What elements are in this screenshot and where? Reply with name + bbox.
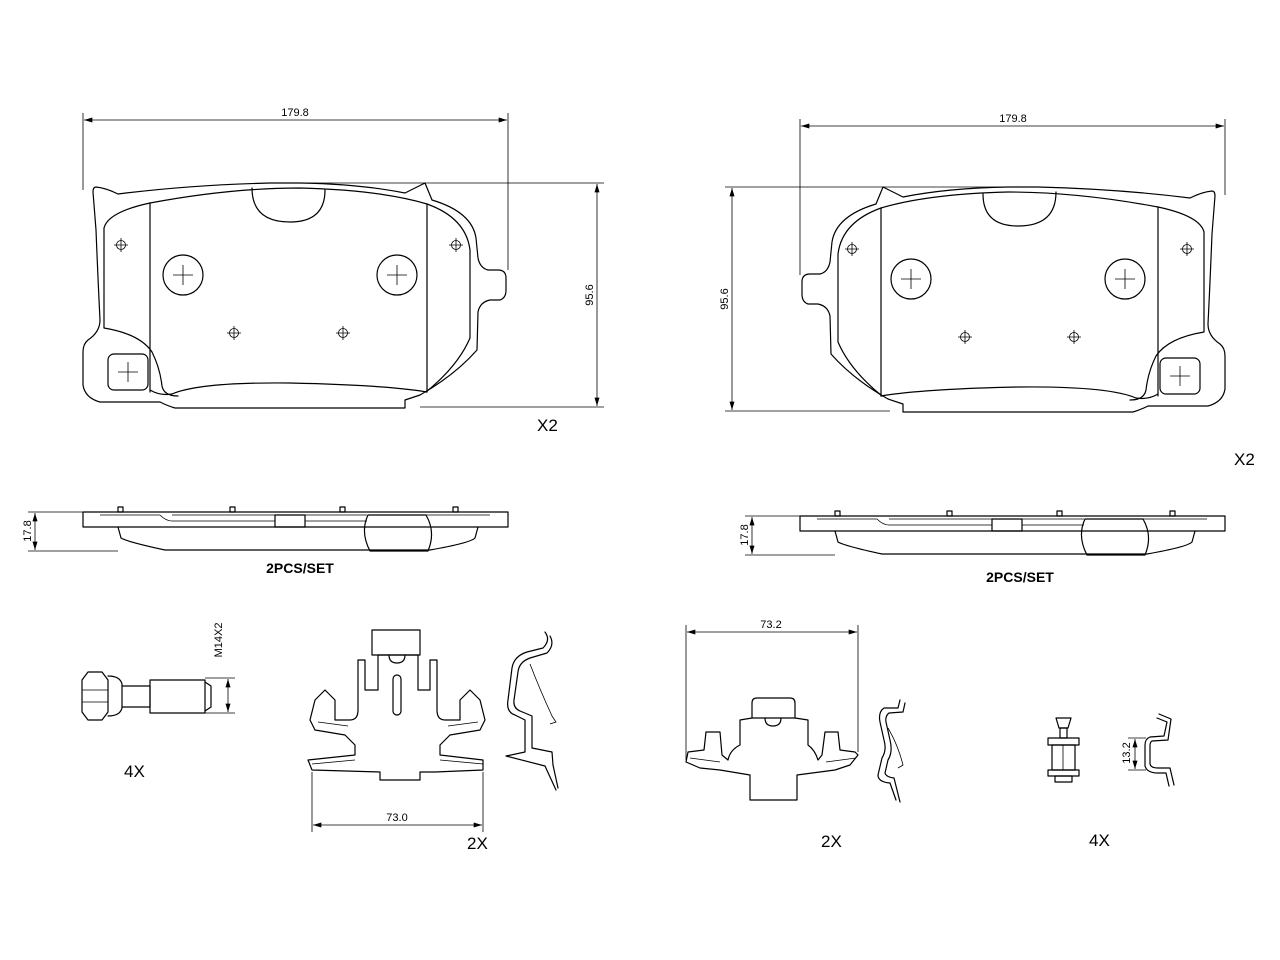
right-pad-width-dimension: 179.8	[799, 113, 1226, 275]
left-pad-width-dimension: 179.8	[82, 107, 509, 270]
right-clip-side-profile	[877, 699, 906, 803]
left-pad-thickness-label: 17.8	[22, 520, 34, 541]
right-pad-side-view: 17.8 2PCS/SET	[739, 510, 1226, 585]
left-pad-side-outline	[82, 506, 509, 552]
right-pad-thickness-label: 17.8	[739, 524, 751, 545]
right-set-label: 2PCS/SET	[986, 569, 1054, 585]
left-pad-quantity: X2	[537, 416, 558, 435]
pin-quantity: 4X	[1089, 831, 1110, 850]
right-pad-outline	[801, 186, 1226, 413]
left-pad-side-view: 17.8 2PCS/SET	[22, 506, 509, 576]
right-pad-width-label: 179.8	[999, 113, 1027, 125]
left-clip-width-dimension: 73.0	[311, 772, 484, 832]
pin-height-dimension: 13.2	[1121, 737, 1146, 771]
bolt-thread-dimension: M14X2	[205, 623, 235, 714]
bolt-quantity: 4X	[124, 762, 145, 781]
right-clip-quantity: 2X	[821, 832, 842, 851]
left-clip-quantity: 2X	[467, 834, 488, 853]
right-pad-quantity: X2	[1234, 450, 1255, 469]
right-clip-width-dimension: 73.2	[685, 619, 859, 760]
left-pad-outline	[82, 182, 507, 409]
left-abutment-clip: 73.0 2X	[307, 629, 488, 853]
left-clip-width-label: 73.0	[386, 812, 407, 824]
left-set-label: 2PCS/SET	[266, 560, 334, 576]
right-abutment-clip: 73.2 2X	[685, 619, 859, 851]
left-pad-front-view: 179.8 95.6 X2	[82, 107, 604, 435]
guide-pin: 13.2 4X	[1047, 717, 1146, 850]
left-pad-height-dimension: 95.6	[300, 182, 604, 408]
left-pad-thickness-dimension: 17.8	[22, 511, 118, 552]
pin-clip-profile	[1144, 713, 1175, 787]
right-pad-side-outline	[799, 510, 1226, 556]
right-clip-width-label: 73.2	[760, 619, 781, 631]
bolt-thread-label: M14X2	[213, 623, 225, 658]
right-pad-thickness-dimension: 17.8	[739, 515, 835, 556]
left-pad-width-label: 179.8	[281, 107, 309, 119]
right-pad-height-label: 95.6	[719, 288, 731, 309]
pin-height-label: 13.2	[1121, 742, 1133, 763]
left-clip-side-profile	[505, 631, 559, 791]
right-pad-height-dimension: 95.6	[719, 186, 1008, 412]
guide-bolt: M14X2 4X	[81, 623, 235, 781]
left-pad-height-label: 95.6	[584, 284, 596, 305]
right-pad-front-view: 179.8 95.6 X2	[719, 113, 1255, 469]
